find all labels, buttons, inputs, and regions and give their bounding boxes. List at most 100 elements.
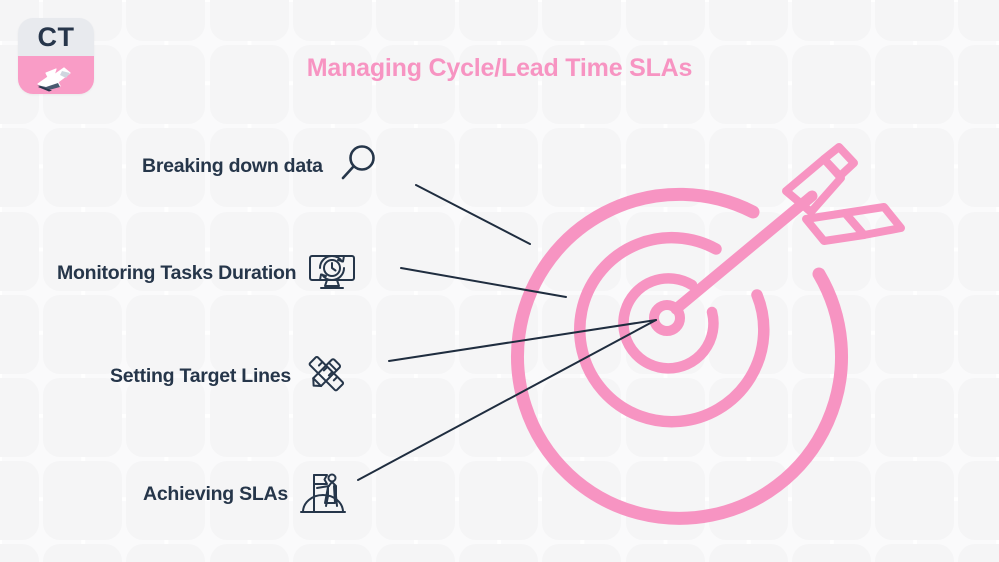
background-tile (459, 461, 539, 541)
background-tile (292, 211, 372, 291)
background-tile (459, 45, 539, 125)
connector-line-2 (388, 319, 657, 362)
background-tile (376, 544, 455, 562)
connector-line-3 (357, 319, 657, 481)
background-tile (958, 294, 999, 374)
background-tile (708, 544, 788, 562)
background-tile (376, 378, 455, 457)
background-tile (708, 378, 788, 457)
background-tile (209, 45, 289, 125)
list-item-label: Breaking down data (142, 154, 323, 177)
list-item-label: Monitoring Tasks Duration (57, 261, 297, 284)
background-tile (459, 211, 539, 291)
background-tile (292, 544, 372, 562)
background-tile (875, 294, 955, 374)
background-tile (542, 544, 622, 562)
background-tile (542, 0, 622, 41)
background-tile (209, 544, 289, 562)
background-tile (958, 0, 999, 41)
background-tile (542, 45, 622, 125)
background-tile (875, 128, 955, 208)
ct-logo[interactable]: CT (18, 18, 94, 94)
logo-text: CT (37, 21, 75, 52)
arrow-step-icon (18, 56, 94, 94)
background-tile (708, 294, 788, 374)
background-tile (43, 294, 123, 374)
background-tile (0, 378, 39, 457)
background-tile (958, 378, 999, 457)
background-tile (126, 544, 206, 562)
background-tile (376, 45, 455, 125)
background-tile (376, 128, 455, 208)
background-tile (209, 378, 289, 457)
background-tile (376, 0, 455, 41)
background-tile (625, 0, 705, 41)
list-item-label: Setting Target Lines (110, 364, 291, 387)
background-tile (292, 45, 372, 125)
background-tile (43, 461, 123, 541)
background-tile (958, 544, 999, 562)
pencil-ruler-icon (302, 350, 350, 403)
background-tile (875, 378, 955, 457)
page-title: Managing Cycle/Lead Time SLAs (306, 54, 693, 82)
background-tile (459, 0, 539, 41)
magnifying-glass-icon (334, 140, 382, 193)
background-tile (958, 45, 999, 125)
background-tile (625, 45, 705, 125)
list-item-monitoring-tasks-duration[interactable]: Monitoring Tasks Duration (57, 246, 357, 301)
background-tile (0, 544, 39, 562)
background-tile (875, 0, 955, 41)
flag-summit-icon (299, 466, 347, 523)
list-item-breaking-down-data[interactable]: Breaking down data (142, 140, 382, 193)
background-tile (0, 294, 39, 374)
background-tile (126, 378, 206, 457)
background-tile (542, 128, 622, 208)
background-tile (875, 211, 955, 291)
background-tile (292, 378, 372, 457)
logo-top-panel (18, 18, 94, 56)
connector-line-0 (415, 184, 531, 245)
background-tile (209, 294, 289, 374)
background-tile (0, 211, 39, 291)
background-tile (43, 211, 123, 291)
background-tile (292, 0, 372, 41)
background-tile (792, 0, 871, 41)
background-tile (209, 211, 289, 291)
monitor-clock-icon (307, 246, 357, 301)
list-item-label: Achieving SLAs (143, 482, 288, 505)
background-tile (459, 128, 539, 208)
background-tile (376, 461, 455, 541)
background-tile (43, 544, 123, 562)
background-tile (958, 461, 999, 541)
background-tile (792, 45, 871, 125)
background-tile (792, 461, 871, 541)
background-tile (708, 45, 788, 125)
background-tile (0, 461, 39, 541)
background-tile (126, 0, 206, 41)
background-tile (126, 128, 206, 208)
background-tile (209, 0, 289, 41)
background-tile (708, 0, 788, 41)
background-tile (126, 211, 206, 291)
connector-line-1 (400, 267, 567, 298)
background-tile (43, 128, 123, 208)
background-tile (792, 544, 871, 562)
background-tile (376, 211, 455, 291)
background-tile (43, 378, 123, 457)
background-tile (875, 461, 955, 541)
background-tile (126, 461, 206, 541)
background-tile (126, 45, 206, 125)
background-tile (0, 128, 39, 208)
list-item-setting-target-lines[interactable]: Setting Target Lines (110, 350, 350, 403)
background-tile (958, 211, 999, 291)
background-tile (209, 461, 289, 541)
background-tile (209, 128, 289, 208)
background-tile (875, 45, 955, 125)
background-tile (625, 544, 705, 562)
background-tile (875, 544, 955, 562)
list-item-achieving-slas[interactable]: Achieving SLAs (143, 466, 347, 523)
background-tile (625, 461, 705, 541)
